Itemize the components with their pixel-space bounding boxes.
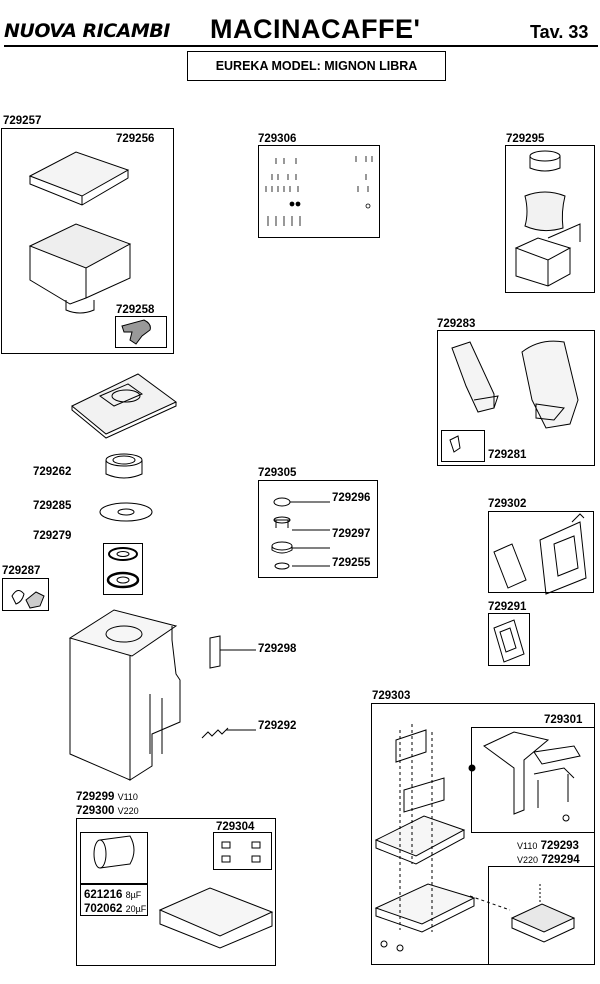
adjuster-kit-drawing (271, 497, 330, 570)
switch-plate-box (488, 613, 530, 666)
part-729279: 729279 (33, 530, 72, 542)
hopper-lid-drawing (28, 151, 130, 206)
part-729300: 729300 (76, 805, 115, 817)
bracket-drawing (468, 731, 581, 822)
motor-board-drawing (469, 884, 576, 943)
motor-board-box (488, 866, 595, 965)
part-729299-row: 729299 V110 (76, 791, 138, 803)
part-729285: 729285 (33, 500, 72, 512)
burr-box (103, 543, 143, 595)
screw-kit-box (258, 145, 380, 238)
switch-plate-drawing (493, 619, 525, 663)
capacitor-8-row: 621216 8µF (84, 889, 141, 901)
part-729300-row: 729300 V220 (76, 805, 139, 817)
model-box: EUREKA MODEL: MIGNON LIBRA (187, 51, 446, 81)
part-729257: 729257 (3, 115, 42, 127)
screws-drawing (265, 156, 373, 226)
hopper-key-drawing (121, 319, 151, 345)
part-729255: 729255 (332, 557, 371, 569)
part-729303: 729303 (372, 690, 411, 702)
part-729292: 729292 (258, 720, 297, 732)
variant-v220: V220 (517, 855, 539, 865)
base-assembly-drawing (374, 724, 476, 952)
hopper-body-drawing (28, 223, 132, 314)
spout-group-box (437, 330, 595, 466)
adjuster-kit-box (258, 480, 378, 578)
page-title: MACINACAFFE' (210, 14, 421, 44)
electrics-drawing (93, 835, 274, 949)
table-number: Tav. 33 (530, 22, 589, 42)
variant-v110: V110 (517, 841, 538, 851)
grinder-body-drawing (68, 609, 181, 781)
part-729294: 729294 (541, 854, 580, 866)
sticker-drawing (209, 635, 256, 669)
capacitor-20-row: 702062 20µF (84, 903, 146, 915)
brand-logo: NUOVA RICAMBI (4, 20, 170, 42)
burrs-drawing (106, 547, 140, 589)
variant-v220-electrics: V220 (117, 806, 139, 816)
knob-box (2, 578, 49, 611)
part-729306: 729306 (258, 133, 297, 145)
part-729262: 729262 (33, 466, 72, 478)
capacitor-list-box (80, 884, 148, 916)
header-divider (4, 45, 598, 47)
hopper-lid-key-box (115, 316, 167, 348)
part-729296: 729296 (332, 492, 371, 504)
part-702062: 702062 (84, 903, 123, 915)
variant-v110-electrics: V110 (117, 792, 138, 802)
spout-drawing (449, 340, 579, 453)
doser-kit-box (505, 145, 595, 293)
part-729283: 729283 (437, 318, 476, 330)
part-729301: 729301 (544, 714, 583, 726)
part-729256: 729256 (116, 133, 155, 145)
feet-box (213, 832, 272, 870)
model-label: EUREKA MODEL: MIGNON LIBRA (215, 59, 418, 73)
capacitor-box (80, 832, 148, 884)
ring-drawing (105, 453, 143, 479)
part-621216: 621216 (84, 889, 123, 901)
washer-drawing (99, 502, 153, 522)
part-729297: 729297 (332, 528, 371, 540)
hopper-group-box (1, 128, 174, 354)
part-729287: 729287 (2, 565, 41, 577)
chute-plate-drawing (71, 373, 177, 439)
doser-kit-drawing (514, 150, 581, 287)
switch-drawing (493, 513, 587, 595)
base-assembly-box (371, 703, 595, 965)
part-729302: 729302 (488, 498, 527, 510)
part-729293: 729293 (540, 840, 579, 852)
part-729298: 729298 (258, 643, 297, 655)
capacitor-8uf: 8µF (125, 890, 142, 900)
part-729294-row: V220 729294 (517, 854, 580, 866)
clips-drawing (201, 727, 256, 739)
capacitor-20uf: 20µF (125, 904, 147, 914)
part-729305: 729305 (258, 467, 297, 479)
part-729258: 729258 (116, 304, 155, 316)
bracket-box (471, 727, 595, 833)
part-729281: 729281 (488, 449, 527, 461)
spout-small-box (441, 430, 485, 462)
part-729304: 729304 (216, 821, 255, 833)
knob-drawing (11, 590, 45, 609)
switch-box (488, 511, 594, 593)
part-729295: 729295 (506, 133, 545, 145)
electrics-box (76, 818, 276, 966)
part-729299: 729299 (76, 791, 115, 803)
part-729293-row: V110 729293 (517, 840, 579, 852)
part-729291: 729291 (488, 601, 527, 613)
